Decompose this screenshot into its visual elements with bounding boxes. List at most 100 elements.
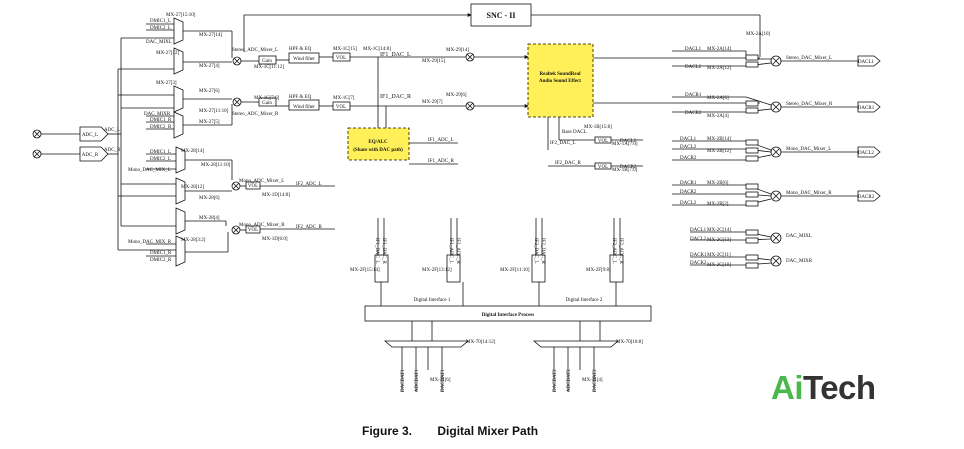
in-dmic1-l-mono: DMIC1_L bbox=[150, 150, 171, 155]
mix-dac-mixr-out: DAC_MIXR bbox=[786, 259, 813, 264]
mix-mono-adc-l: Mono_ADC_Mixer_L bbox=[239, 179, 284, 184]
row-dacl1-a: DACL1 bbox=[685, 47, 702, 52]
wind-r-label: Wind filter bbox=[293, 105, 315, 110]
mux-mono-adc-r-1 bbox=[175, 207, 186, 235]
digital-interface-process-block bbox=[364, 305, 652, 322]
pin-adcdat1-a: ADCDAT1 bbox=[415, 369, 420, 392]
vol-base-label: VOL bbox=[598, 139, 608, 144]
reg-mx28-11-10: MX-28[11:10] bbox=[201, 163, 231, 168]
reg-mx2f-9-8: MX-2F[9:8] bbox=[586, 268, 611, 273]
sig-dacl2-out: DACL2 bbox=[620, 139, 637, 144]
reg-mx2f-11-10: MX-2F[11:10] bbox=[500, 268, 530, 273]
row-dacl2-a: DACL2 bbox=[685, 65, 702, 70]
mux-sto-adc-l-2 bbox=[173, 47, 184, 75]
mix-sto-adc-r: Stereo_ADC_Mixer_R bbox=[232, 112, 279, 117]
reg-mx29-14: MX-29[14] bbox=[446, 48, 469, 53]
eq-alc-block bbox=[347, 127, 410, 161]
reg-mx1c-7-6: MX-1C[7:6] bbox=[254, 96, 280, 101]
snc-label: SNC - II bbox=[487, 11, 516, 20]
sig-dacr2-out: DACR2 bbox=[620, 165, 637, 170]
reg-mx70-10-8: MX-70[10:8] bbox=[616, 340, 643, 345]
if1-port-adc-l: IF1_ADC_L bbox=[448, 238, 453, 264]
realtek-sound-effect-block bbox=[527, 43, 594, 118]
in-dmic1-l: DMIC1_L bbox=[150, 19, 171, 24]
reg-mx2c-10: MX-2C[10] bbox=[707, 263, 731, 268]
row-dacr1-e: DACR1 bbox=[690, 253, 707, 258]
in-dac-mixr: DAC_MIXR bbox=[144, 112, 171, 117]
pin-dacdat2-a: DACDAT2 bbox=[553, 369, 558, 392]
reg-mx27-4: MX-27[4] bbox=[199, 64, 220, 69]
adc-r-block bbox=[79, 146, 109, 162]
reg-mx27-12: MX-27[12] bbox=[156, 51, 179, 56]
reg-mx71-6: MX-71[6] bbox=[430, 378, 451, 383]
sig-if1-adc-l: IF1_ADC_L bbox=[428, 138, 454, 143]
reg-mx29-6: MX-29[6] bbox=[446, 93, 467, 98]
if1-port-bus bbox=[383, 340, 470, 348]
reg-mx2a-6: MX-2A[6] bbox=[707, 96, 729, 101]
row-dacr1-c: DACR1 bbox=[680, 181, 697, 186]
vol-mono-l-label: VOL bbox=[248, 184, 258, 189]
if2-port-adc-l: IF2_ADC_L bbox=[611, 238, 616, 264]
reg-mx1c-7: MX-1C[7] bbox=[333, 96, 355, 101]
sig-if2-dac-l: IF2_DAC_L bbox=[550, 141, 576, 146]
sig-if1-dac-r: IF1_DAC_R bbox=[380, 94, 411, 100]
in-mono-dac-mix-l: Mono_DAC_MIX_L bbox=[128, 168, 171, 173]
if1-port-dac-r: IF1_DAC_R bbox=[381, 238, 386, 265]
reg-mx1d-14-8: MX-1D[14:8] bbox=[262, 193, 290, 198]
row-dacr2-b: DACR2 bbox=[680, 156, 697, 161]
reg-mx2a-14: MX-2A[14] bbox=[707, 47, 731, 52]
out-dacr2 bbox=[857, 190, 881, 202]
row-dacr2-e: DACR2 bbox=[690, 261, 707, 266]
reg-mx1c-15: MX-1C[15] bbox=[333, 47, 357, 52]
wind-filter-l bbox=[288, 52, 320, 64]
row-dacr2-c: DACR2 bbox=[680, 190, 697, 195]
pin-dacdat2-b: DACDAT2 bbox=[593, 369, 598, 392]
reg-mx2f-13-12: MX-2F[13:12] bbox=[422, 268, 452, 273]
reg-mx27-3: MX-27[3] bbox=[156, 81, 177, 86]
dsp-label-1: Realtek SoundReal bbox=[540, 72, 582, 77]
reg-mx1c-14-8: MX-1C[14:8] bbox=[363, 47, 391, 52]
mix-mono-dac-l: Mono_DAC_Mixer_L bbox=[786, 147, 831, 152]
gain-l-label: Gain bbox=[262, 59, 272, 64]
reg-mx1b-15-8: MX-1B[15:8] bbox=[584, 125, 612, 130]
in-dmic2-l-mono: DMIC2_L bbox=[150, 157, 171, 162]
mix-sto-dac-l: Stereo_DAC_Mixer_L bbox=[786, 56, 832, 61]
in-dmic1-r-mono: DMIC1_R bbox=[150, 251, 172, 256]
row-dacl1-d: DACL1 bbox=[690, 228, 707, 233]
brand-part-2: Tech bbox=[803, 369, 876, 406]
adc-r-tap: ADC_R bbox=[104, 148, 121, 153]
out-label-dacr2: DACR2 bbox=[858, 195, 875, 200]
pin-adcdat2-a: ADCDAT2 bbox=[567, 369, 572, 392]
sig-if2-dac-r: IF2_DAC_R bbox=[555, 161, 582, 166]
reg-mx70-14-12: MX-70[14:12] bbox=[466, 340, 496, 345]
vol-mono-adc-r bbox=[245, 225, 261, 234]
sig-base-dacl: Base DACL bbox=[562, 130, 587, 135]
reg-mx27-15-10: MX-27[15:10] bbox=[166, 13, 196, 18]
wind-l-label: Wind filter bbox=[293, 57, 315, 62]
reg-mx2a-10: MX-2A[10] bbox=[746, 32, 770, 37]
reg-mx1c-11-12: MX-1C[11:12] bbox=[254, 65, 284, 70]
sig-if2-adc-r: IF2_ADC_R bbox=[296, 225, 323, 230]
reg-mx1d-6-0: MX-1D[6:0] bbox=[262, 237, 288, 242]
reg-mx2a-12: MX-2A[12] bbox=[707, 66, 731, 71]
wind-filter-r bbox=[288, 99, 320, 111]
vol-if2-label: VOL bbox=[598, 165, 608, 170]
reg-eq-r: HPF & EQ bbox=[289, 95, 312, 100]
brand-part-1: Ai bbox=[771, 369, 804, 406]
eq-label-2: (Share with DAC path) bbox=[353, 148, 403, 153]
reg-mx28-14: MX-28[14] bbox=[181, 149, 204, 154]
row-dacl2-c: DACL2 bbox=[680, 201, 697, 206]
adc-l-block bbox=[79, 126, 109, 142]
reg-mx27-5: MX-27[5] bbox=[199, 120, 220, 125]
reg-mx71-4: MX-71[4] bbox=[582, 378, 603, 383]
mux-sto-adc-l-1 bbox=[173, 17, 184, 45]
sig-if1-adc-r: IF1_ADC_R bbox=[428, 159, 455, 164]
reg-mx28-6: MX-28[6] bbox=[199, 196, 220, 201]
reg-mx2c-13: MX-2C[13] bbox=[707, 238, 731, 243]
dig-if1-label: Digital Interface 1 bbox=[414, 298, 451, 303]
mix-sto-adc-l: Stereo_ADC_Mixer_L bbox=[232, 48, 278, 53]
eq-label-1: EQ/ALC bbox=[368, 140, 388, 145]
reg-eq-l: HPF & EQ bbox=[289, 47, 312, 52]
out-dacr1 bbox=[857, 101, 881, 113]
reg-mx28-12: MX-28[12] bbox=[181, 185, 204, 190]
